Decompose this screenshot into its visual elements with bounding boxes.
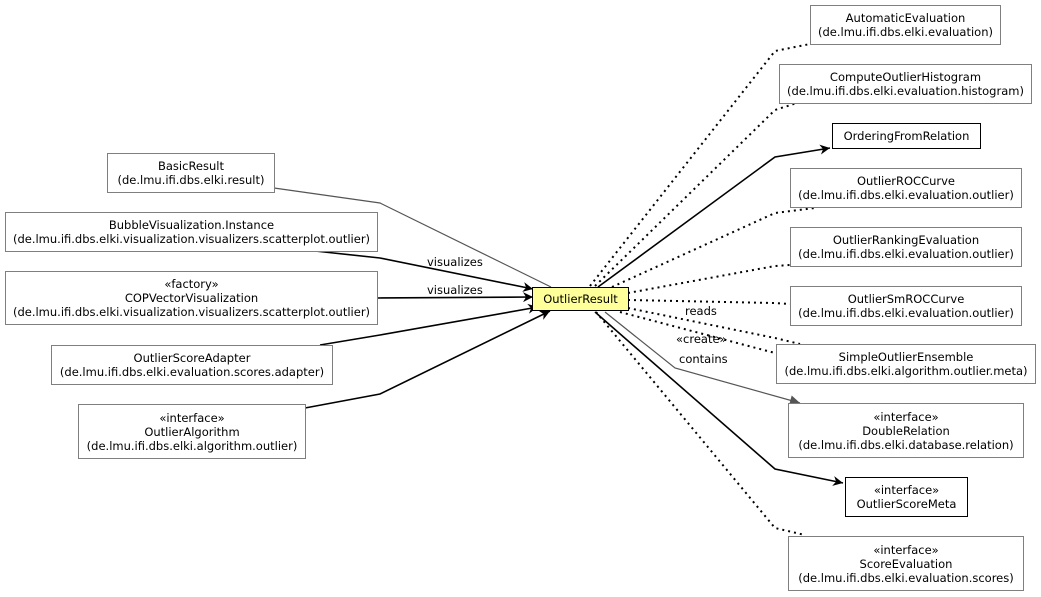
edge-outlieralgorithm-outlierresult [304,310,551,409]
class-package: (de.lmu.ifi.dbs.elki.evaluation.scores.a… [59,365,325,379]
class-outlier-result[interactable]: OutlierResult [532,287,629,311]
class-basic-result[interactable]: BasicResult (de.lmu.ifi.dbs.elki.result) [107,153,275,193]
class-simple-outlier-ensemble[interactable]: SimpleOutlierEnsemble (de.lmu.ifi.dbs.el… [776,344,1036,384]
edge-outlierrankingevaluation-outlierresult [627,264,791,294]
class-package: (de.lmu.ifi.dbs.elki.visualization.visua… [12,232,371,246]
class-package: (de.lmu.ifi.dbs.elki.evaluation.outlier) [798,306,1014,320]
class-outlier-score-adapter[interactable]: OutlierScoreAdapter (de.lmu.ifi.dbs.elki… [51,345,333,385]
edge-label-create: «create» [676,332,727,346]
class-stereotype: «interface» [873,409,939,424]
edge-outlierscoreadapter-outlierresult [319,303,539,346]
edge-label-reads: reads [685,304,717,318]
edge-outliersmroccurve-outlierresult [627,299,791,305]
class-name: COPVectorVisualization [124,291,259,305]
edge-outlierroccurve-outlierresult [611,207,816,288]
edge-basicresult-outlierresult [273,187,552,288]
class-package: (de.lmu.ifi.dbs.elki.evaluation.scores) [798,570,1014,585]
class-cop-vector-visualization[interactable]: «factory» COPVectorVisualization (de.lmu… [5,271,378,325]
edge-copvector-visualizes [377,292,534,303]
class-name: ComputeOutlierHistogram [829,70,982,84]
edge-scoreevaluation-outlierresult [595,311,806,536]
class-ordering-from-relation[interactable]: OrderingFromRelation [832,123,981,149]
class-name: SimpleOutlierEnsemble [838,350,974,364]
edge-computeoutlierhistogram-outlierresult [594,101,801,287]
class-name: DoubleRelation [862,423,950,438]
class-name: OrderingFromRelation [843,129,970,143]
class-name: BubbleVisualization.Instance [108,218,275,232]
class-double-relation[interactable]: «interface» DoubleRelation (de.lmu.ifi.d… [788,403,1024,458]
class-bubble-visualization-instance[interactable]: BubbleVisualization.Instance (de.lmu.ifi… [5,212,378,252]
class-outlier-algorithm[interactable]: «interface» OutlierAlgorithm (de.lmu.ifi… [78,404,306,459]
class-name: OutlierResult [543,292,618,306]
edge-outlierresult-orderingfromrelation [597,144,831,288]
edge-bubblevisualization-visualizes [314,250,534,292]
edge-label-visualizes-bubble: visualizes [427,255,483,269]
edge-label-visualizes-copvector: visualizes [427,283,483,297]
class-name: OutlierRankingEvaluation [832,233,980,247]
class-package: (de.lmu.ifi.dbs.elki.evaluation.outlier) [798,188,1014,202]
class-stereotype: «interface» [873,542,939,557]
class-package: (de.lmu.ifi.dbs.elki.database.relation) [798,437,1014,452]
class-outlier-roc-curve[interactable]: OutlierROCCurve (de.lmu.ifi.dbs.elki.eva… [790,168,1022,208]
edge-outlierresult-outlierscoremeta [594,311,844,486]
class-stereotype: «factory» [164,277,219,291]
edge-label-contains: contains [679,352,728,366]
class-name: OutlierScoreMeta [856,497,957,511]
class-name: OutlierScoreAdapter [133,351,251,365]
edge-outlierresult-doublerelation [604,311,801,406]
class-package: (de.lmu.ifi.dbs.elki.evaluation.histogra… [787,84,1024,98]
class-stereotype: «interface» [159,410,225,425]
class-outlier-ranking-evaluation[interactable]: OutlierRankingEvaluation (de.lmu.ifi.dbs… [790,227,1022,267]
class-name: OutlierAlgorithm [144,424,240,439]
class-package: (de.lmu.ifi.dbs.elki.result) [117,173,265,187]
edge-automaticevaluation-outlierresult [589,43,811,287]
edge-simpleoutlierensemble-reads [627,307,801,345]
class-stereotype: «interface» [873,483,940,497]
edge-simpleoutlierensemble-create [619,311,776,354]
class-name: ScoreEvaluation [859,556,953,571]
class-automatic-evaluation[interactable]: AutomaticEvaluation (de.lmu.ifi.dbs.elki… [810,5,1001,45]
class-package: (de.lmu.ifi.dbs.elki.algorithm.outlier.m… [784,364,1028,378]
class-name: AutomaticEvaluation [845,11,966,25]
class-outlier-score-meta[interactable]: «interface» OutlierScoreMeta [845,477,968,517]
class-package: (de.lmu.ifi.dbs.elki.algorithm.outlier) [86,438,298,453]
class-name: OutlierROCCurve [856,174,956,188]
class-outlier-smroc-curve[interactable]: OutlierSmROCCurve (de.lmu.ifi.dbs.elki.e… [790,286,1022,326]
class-package: (de.lmu.ifi.dbs.elki.evaluation) [818,25,993,39]
class-name: OutlierSmROCCurve [847,292,965,306]
class-name: BasicResult [158,159,224,173]
class-package: (de.lmu.ifi.dbs.elki.visualization.visua… [12,305,371,319]
class-compute-outlier-histogram[interactable]: ComputeOutlierHistogram (de.lmu.ifi.dbs.… [779,64,1032,104]
class-package: (de.lmu.ifi.dbs.elki.evaluation.outlier) [798,247,1014,261]
class-score-evaluation[interactable]: «interface» ScoreEvaluation (de.lmu.ifi.… [788,536,1024,591]
